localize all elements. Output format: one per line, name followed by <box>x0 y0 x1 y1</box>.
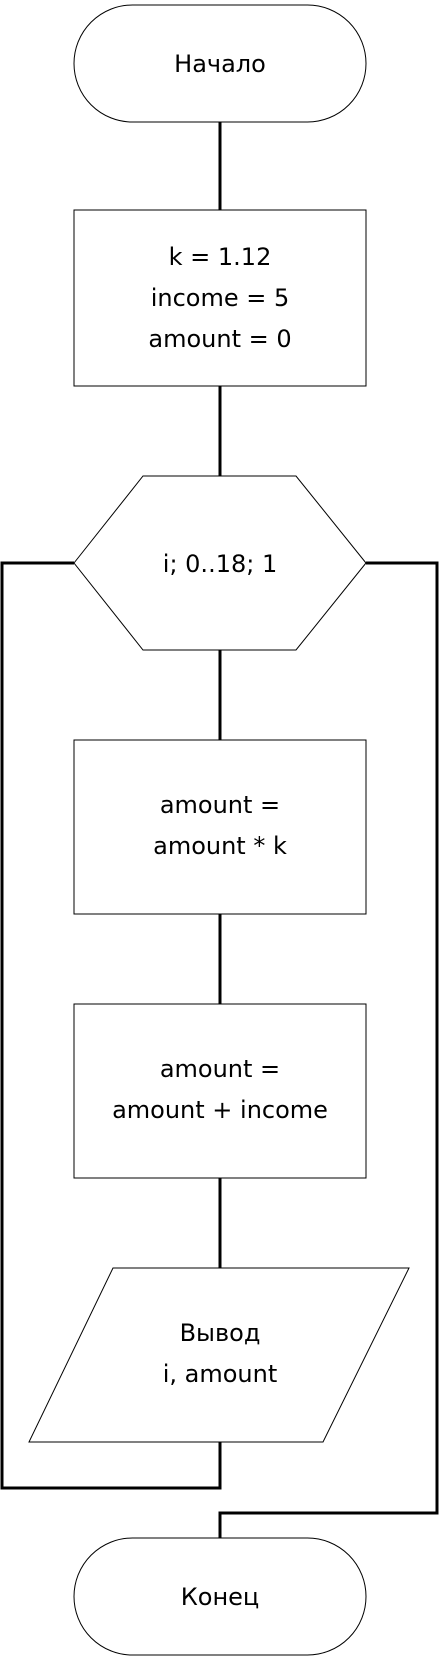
init-process-box <box>73 209 367 387</box>
start-terminator-shape <box>73 4 367 123</box>
multiply-line-2: amount * k <box>153 832 287 860</box>
add-line-2: amount + income <box>112 1096 328 1124</box>
output-line-1: Вывод <box>180 1319 261 1347</box>
add-line-1: amount = <box>160 1055 280 1083</box>
start-label: Начало <box>174 50 266 78</box>
add-node: amount = amount + income <box>73 1003 367 1179</box>
init-line-k: k = 1.12 <box>169 243 272 271</box>
init-line-income: income = 5 <box>151 284 290 312</box>
end-label: Конец <box>181 1583 260 1611</box>
connectors <box>0 122 439 1538</box>
multiply-process-box <box>73 739 367 915</box>
loop-node: i; 0..18; 1 <box>73 475 367 651</box>
edge-output-loop-back <box>0 561 222 1490</box>
loop-label: i; 0..18; 1 <box>163 550 277 578</box>
end-node: Конец <box>73 1537 367 1656</box>
loop-hexagon-shape <box>73 475 367 651</box>
output-node: Вывод i, amount <box>28 1267 410 1443</box>
init-node: k = 1.12 income = 5 amount = 0 <box>73 209 367 387</box>
multiply-node: amount = amount * k <box>73 739 367 915</box>
start-node: Начало <box>73 4 367 123</box>
multiply-line-1: amount = <box>160 791 280 819</box>
add-process-box <box>73 1003 367 1179</box>
output-parallelogram-shape <box>28 1267 410 1443</box>
end-terminator-shape <box>73 1537 367 1656</box>
init-line-amount: amount = 0 <box>148 325 291 353</box>
edge-loop-exit-to-end <box>218 561 439 1538</box>
output-line-2: i, amount <box>163 1360 278 1388</box>
